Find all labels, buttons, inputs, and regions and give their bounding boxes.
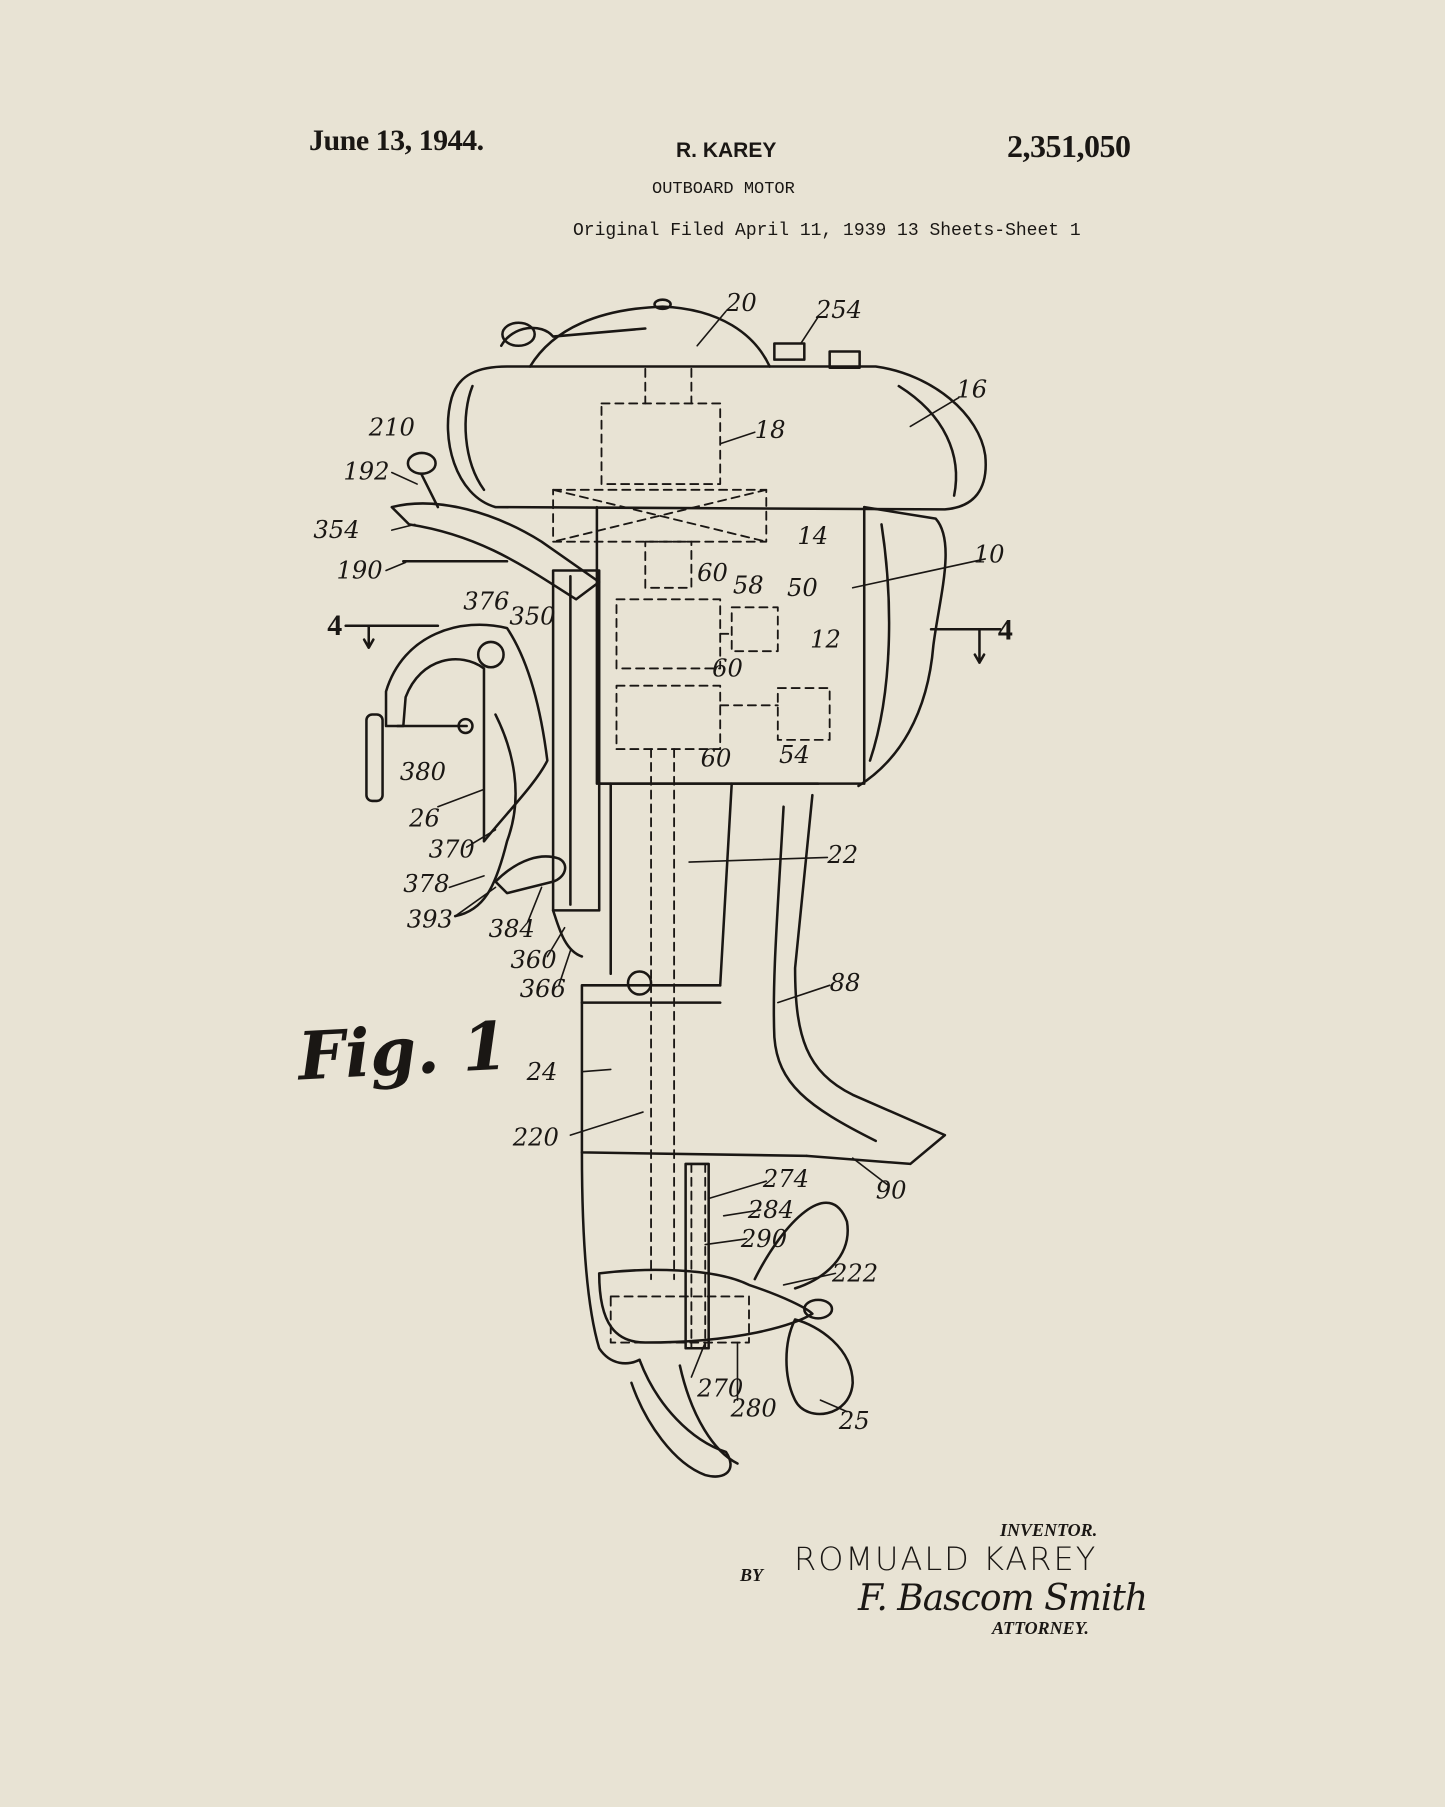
ref-numeral: 270 — [696, 1375, 743, 1403]
ref-numeral: 90 — [876, 1176, 907, 1204]
ref-numeral: 60 — [712, 654, 743, 682]
fuel-cap-dome — [528, 305, 772, 368]
ref-numeral: 393 — [407, 906, 453, 934]
attorney-caption: ATTORNEY. — [992, 1618, 1089, 1638]
ref-numeral: 58 — [733, 572, 764, 600]
section-mark: 4 — [327, 609, 342, 642]
steering-handle — [390, 502, 601, 601]
ref-numeral: 16 — [956, 376, 987, 404]
ref-numeral: 220 — [512, 1123, 559, 1151]
section-mark: 4 — [998, 614, 1013, 647]
ref-numeral: 354 — [313, 516, 359, 544]
inventor-caption: INVENTOR. — [1000, 1520, 1098, 1540]
ref-numeral: 192 — [343, 457, 389, 485]
engine-hood — [446, 365, 987, 511]
ref-numeral: 280 — [730, 1394, 777, 1422]
ref-numeral: 10 — [974, 540, 1005, 568]
ref-numeral: 60 — [701, 744, 732, 772]
ref-numeral: 380 — [400, 758, 446, 786]
fairing — [857, 505, 947, 788]
inventor-surname: R. KAREY — [676, 139, 777, 162]
ref-numeral: 366 — [520, 975, 566, 1003]
ref-numeral: 14 — [797, 522, 828, 550]
ref-numeral: 54 — [779, 741, 810, 769]
ref-numeral: 88 — [830, 969, 861, 997]
ref-numeral: 18 — [755, 416, 786, 444]
ref-numeral: 384 — [489, 915, 535, 943]
ref-numeral: 190 — [336, 557, 382, 585]
ref-numeral: 24 — [526, 1058, 558, 1086]
transom-clamp — [384, 623, 549, 843]
ref-numeral: 376 — [463, 588, 509, 616]
ref-numeral: 284 — [747, 1196, 794, 1224]
ref-numeral: 370 — [429, 835, 475, 863]
ref-numeral: 50 — [787, 574, 818, 602]
ref-numeral: 360 — [510, 946, 556, 974]
ref-numeral: 254 — [815, 296, 862, 324]
ref-numeral: 12 — [810, 626, 841, 654]
ref-numeral: 210 — [368, 414, 415, 442]
gear-case — [580, 1151, 641, 1365]
ref-numeral: 350 — [509, 603, 555, 631]
ref-numeral: 378 — [403, 870, 449, 898]
starter-knob — [501, 321, 536, 348]
ref-numeral: 25 — [838, 1407, 870, 1435]
filing-info: Original Filed April 11, 1939 13 Sheets-… — [573, 221, 1081, 241]
drive-shaft-housing — [609, 782, 733, 987]
patent-date: June 13, 1944. — [309, 124, 484, 157]
propeller — [753, 1201, 849, 1290]
figure-label: Fig. 1 — [296, 1006, 510, 1096]
ref-numeral: 26 — [408, 804, 440, 832]
patent-number: 2,351,050 — [1007, 128, 1131, 164]
ref-numeral: 60 — [697, 559, 728, 587]
skeg — [630, 1358, 732, 1478]
attorney-signature: F. Bascom Smith — [858, 1578, 1148, 1619]
inventor-name: ROMUALD KAREY — [794, 1540, 1098, 1578]
ref-numeral: 290 — [740, 1225, 787, 1253]
reference-numerals: 20 254 16 18 210 192 354 14 190 10 60 58… — [313, 289, 1012, 1435]
ref-numeral: 22 — [826, 841, 858, 869]
ref-numeral: 274 — [762, 1165, 809, 1193]
patent-title: OUTBOARD MOTOR — [652, 180, 795, 199]
ref-numeral: 20 — [725, 289, 757, 317]
by-label: BY — [740, 1565, 764, 1585]
ref-numeral: 222 — [831, 1259, 878, 1287]
